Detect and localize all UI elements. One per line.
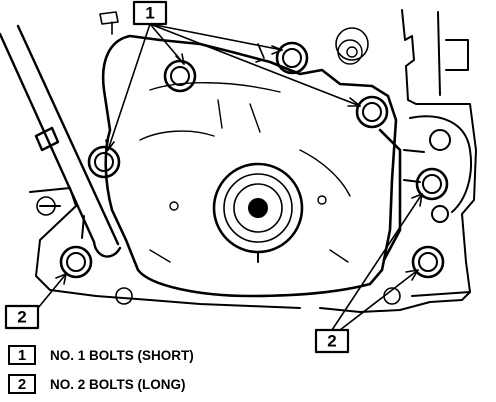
bolt-no1-d [87,145,121,179]
callout-left: 2 [4,304,40,330]
legend-label: NO. 2 BOLTS (LONG) [50,376,186,392]
callout-right: 2 [314,328,350,354]
dipstick-tube [0,24,122,258]
legend-item-no2: 2 NO. 2 BOLTS (LONG) [8,374,186,394]
top-fittings [99,11,265,63]
legend-label: NO. 1 BOLTS (SHORT) [50,347,194,363]
callout-right-leaders [331,193,423,331]
callout-top: 1 [132,0,168,26]
bolt-no2-c [411,245,445,279]
bolt-no2-a [59,245,93,279]
engine-block-outline [319,9,477,313]
callout-left-number: 2 [17,308,26,327]
legend-key-box: 2 [8,374,36,394]
oil-pump-housing [403,115,472,223]
legend-key-box: 1 [8,345,36,365]
timing-cover-outline [101,34,402,298]
bolt-no2-b [415,167,449,201]
legend-item-no1: 1 NO. 1 BOLTS (SHORT) [8,345,194,365]
crankshaft-seal [212,162,304,263]
bolt-no1-c [355,95,389,129]
callout-top-leaders [105,23,361,151]
cover-internal-details [139,39,363,263]
misc-holes [36,27,401,305]
callout-left-leader [37,273,67,309]
bolt-no1-b [275,41,309,75]
bolt-no1-a [163,59,197,93]
callout-right-number: 2 [327,332,336,351]
callout-top-number: 1 [145,4,154,23]
